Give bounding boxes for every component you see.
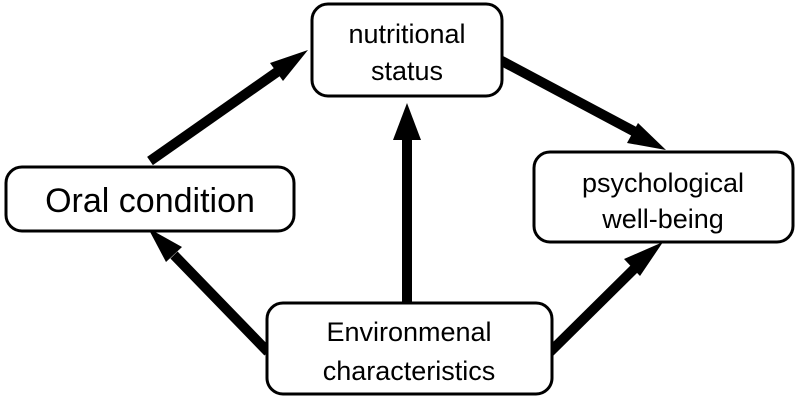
node-environmental-characteristics-line2: characteristics (323, 356, 496, 386)
node-nutritional-status: nutritional status (310, 2, 504, 98)
node-psychological-wellbeing-line2: well-being (601, 204, 724, 234)
node-nutritional-status-line2: status (371, 56, 443, 86)
edge-environmental-to-nutritional (393, 103, 421, 302)
edge-oral-to-nutritional (147, 50, 308, 166)
node-psychological-wellbeing: psychological well-being (532, 150, 795, 244)
node-environmental-characteristics: Environmenal characteristics (265, 301, 554, 396)
node-oral-condition-label: Oral condition (45, 182, 255, 220)
node-psychological-wellbeing-line1: psychological (582, 168, 744, 198)
node-oral-condition: Oral condition (4, 165, 296, 233)
node-nutritional-status-line1: nutritional (348, 19, 465, 49)
edge-nutritional-to-psychological (497, 55, 666, 150)
edge-environmental-to-oral (148, 228, 272, 356)
node-environmental-characteristics-line1: Environmenal (326, 317, 491, 347)
edge-layer (147, 50, 666, 356)
edge-environmental-to-psychological (546, 242, 663, 356)
